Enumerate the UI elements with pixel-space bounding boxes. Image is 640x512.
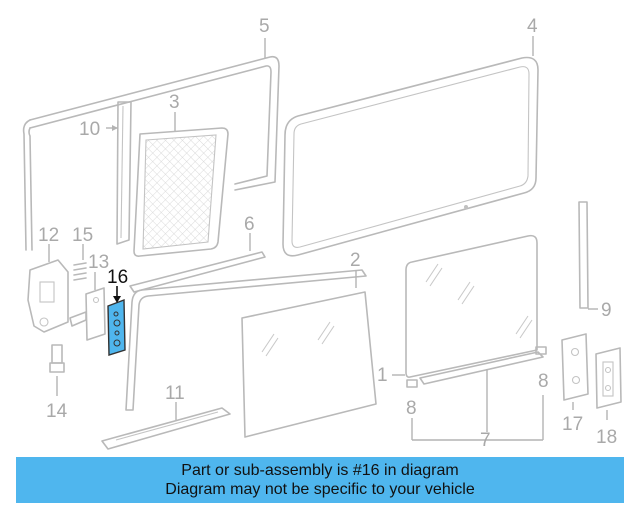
callout-3: 3: [169, 92, 180, 113]
callout-10: 10: [79, 119, 100, 140]
callout-6: 6: [244, 214, 255, 235]
part-1-glass: [392, 234, 538, 378]
callout-15: 15: [72, 225, 93, 246]
callout-16: 16: [107, 267, 128, 288]
part-8-clip-left: [406, 379, 418, 388]
part-8-clip-right: [535, 346, 547, 355]
part-4-window: [282, 36, 539, 257]
caption-banner: Part or sub-assembly is #16 in diagram D…: [16, 457, 624, 503]
parts-diagram: 5 4 3 10 6 12 15 13 16 2 1 8 8 7 9 17 18…: [22, 16, 622, 451]
banner-line-1: Part or sub-assembly is #16 in diagram: [181, 462, 459, 479]
banner-line-2: Diagram may not be specific to your vehi…: [165, 481, 475, 498]
callout-9: 9: [601, 300, 612, 321]
callout-1: 1: [377, 365, 388, 386]
part-10-channel: [106, 101, 132, 245]
part-9-strip: [578, 201, 598, 310]
callout-11: 11: [165, 383, 185, 404]
part-3-screen: [133, 112, 229, 257]
callout-7: 7: [480, 430, 491, 451]
part-11-strip: [101, 402, 231, 450]
part-14-bolt: [49, 344, 65, 396]
callout-18: 18: [596, 427, 617, 448]
callout-2: 2: [350, 250, 361, 271]
callout-13: 13: [88, 252, 109, 273]
part-12-latch: [27, 244, 69, 333]
part-5-seal: [22, 38, 280, 251]
part-15-spring: [73, 244, 87, 281]
callout-4: 4: [527, 16, 538, 37]
part-2-glass: [241, 270, 377, 438]
part-16-plate: [107, 286, 126, 356]
part-18-plate: [595, 347, 622, 420]
callout-8-right: 8: [538, 371, 549, 392]
part-6-strip: [129, 233, 266, 293]
part-7-channel: [411, 351, 544, 441]
callout-17: 17: [562, 414, 583, 435]
part-17-plate: [561, 333, 589, 410]
part-13-bracket: [69, 272, 106, 341]
callout-5: 5: [259, 16, 270, 37]
callout-8-left: 8: [406, 398, 417, 419]
callout-12: 12: [38, 225, 59, 246]
callout-14: 14: [46, 401, 68, 422]
run-channel: [125, 269, 367, 411]
